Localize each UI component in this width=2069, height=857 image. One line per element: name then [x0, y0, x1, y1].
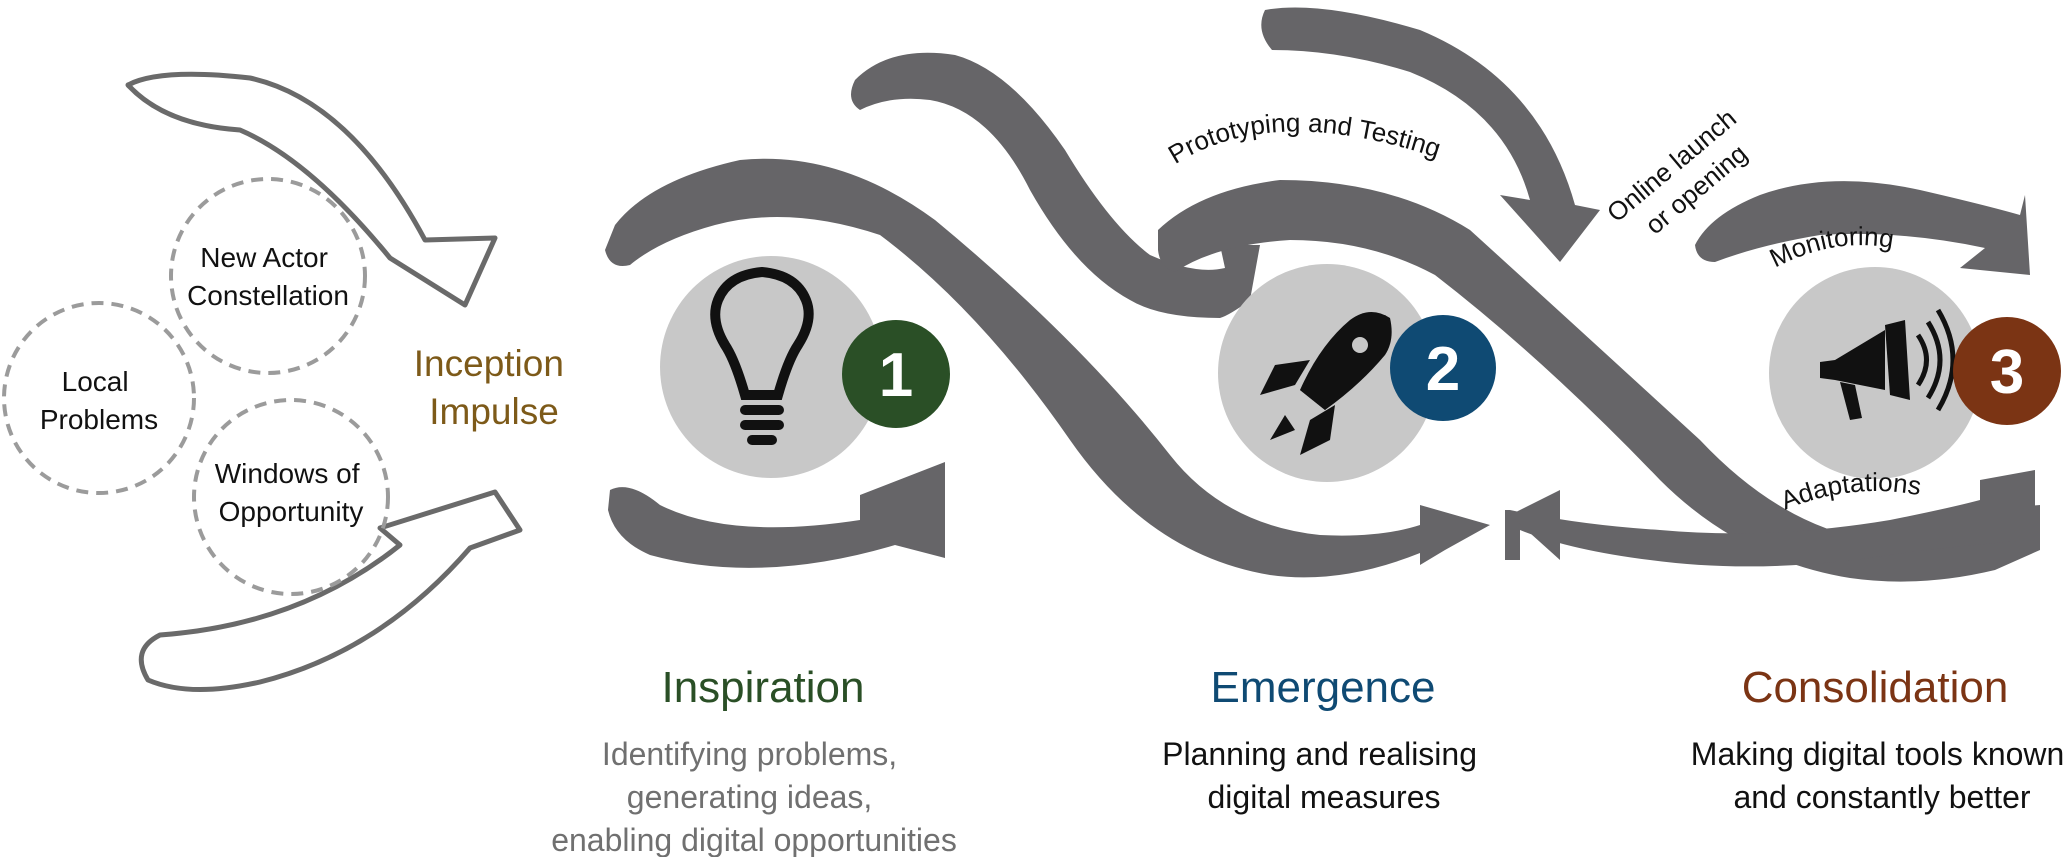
phase-2-number: 2	[1426, 335, 1460, 404]
phase-3-number-badge	[1953, 317, 2061, 425]
swoosh-monitoring	[1695, 181, 2030, 275]
phase-1-number-badge	[842, 320, 950, 428]
bubble-windows-of-opportunity	[192, 398, 390, 596]
bubble-new-actor-constellation-label: New Actor Constellation	[187, 242, 349, 311]
bubble-windows-of-opportunity-label: Windows of Opportunity	[215, 458, 368, 527]
swoosh-1-to-2	[605, 158, 1490, 578]
adaptations-label: Adaptations	[1776, 467, 1923, 515]
bubble-local-problems	[2, 301, 196, 495]
swoosh-arrows	[605, 7, 2040, 582]
bubble-new-actor-constellation	[169, 177, 367, 375]
top-outline-arrow	[125, 71, 498, 308]
swoosh-adaptations	[1505, 470, 2035, 567]
phase-1-description: Identifying problems, generating ideas, …	[551, 736, 957, 857]
swoosh-adaptations-head	[1510, 490, 1560, 560]
phase-2-description: Planning and realising digital measures	[1162, 736, 1486, 815]
swoosh-loop-to-2	[851, 52, 1260, 319]
bubble-local-problems-label: Local Problems	[40, 366, 158, 435]
phase-2-title: Emergence	[1210, 663, 1435, 712]
megaphone-icon	[1820, 308, 1956, 420]
lightbulb-icon	[710, 266, 814, 445]
swoosh-2-to-3	[1158, 180, 2040, 582]
phase-3-number: 3	[1990, 338, 2024, 407]
swoosh-prototyping	[1261, 7, 1600, 262]
phase-1-number: 1	[879, 341, 913, 410]
prototyping-label: Prototyping and Testing	[1163, 107, 1445, 169]
rocket-icon	[1260, 311, 1392, 455]
phase-1-title: Inspiration	[661, 663, 864, 712]
inception-impulse-label: Inception Impulse	[414, 343, 574, 432]
phase-2-number-badge	[1390, 315, 1496, 421]
swoosh-inspiration-bottom	[608, 462, 945, 568]
bottom-outline-arrow	[138, 489, 523, 693]
phase-3-description: Making digital tools known and constantl…	[1691, 736, 2069, 815]
phase-3-title: Consolidation	[1742, 663, 2009, 712]
